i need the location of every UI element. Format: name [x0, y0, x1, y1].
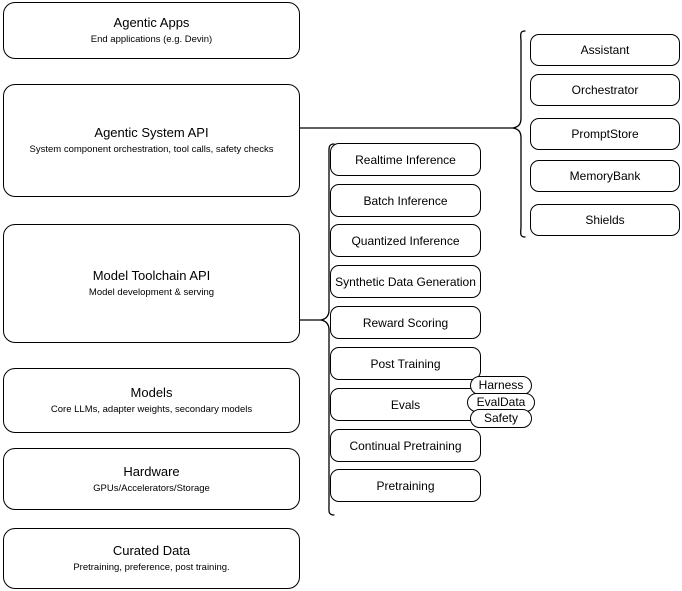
system-components-brace — [512, 30, 526, 238]
layer-box-model-toolchain-api[interactable]: Model Toolchain API Model development & … — [3, 224, 300, 343]
system-component-box-orchestrator[interactable]: Orchestrator — [530, 74, 680, 106]
layer-subtitle: Pretraining, preference, post training. — [73, 562, 230, 573]
system-component-box-memorybank[interactable]: MemoryBank — [530, 160, 680, 192]
system-component-box-assistant[interactable]: Assistant — [530, 34, 680, 66]
layer-box-hardware[interactable]: Hardware GPUs/Accelerators/Storage — [3, 448, 300, 510]
capability-box-pretraining[interactable]: Pretraining — [330, 469, 481, 502]
system-component-box-promptstore[interactable]: PromptStore — [530, 118, 680, 150]
capability-box-batch-inference[interactable]: Batch Inference — [330, 184, 481, 217]
layer-title: Agentic Apps — [113, 15, 190, 30]
layer-subtitle: End applications (e.g. Devin) — [90, 34, 213, 45]
capability-box-synthetic-data-generation[interactable]: Synthetic Data Generation — [330, 265, 481, 298]
layer-title: Curated Data — [112, 543, 191, 558]
layer-box-models[interactable]: Models Core LLMs, adapter weights, secon… — [3, 368, 300, 433]
capability-box-post-training[interactable]: Post Training — [330, 347, 481, 380]
layer-box-agentic-system-api[interactable]: Agentic System API System component orch… — [3, 84, 300, 197]
layer-title: Models — [130, 385, 173, 400]
evals-pill-safety[interactable]: Safety — [470, 409, 532, 428]
capability-box-evals[interactable]: Evals — [330, 388, 481, 421]
layer-title: Hardware — [123, 463, 180, 479]
capability-box-continual-pretraining[interactable]: Continual Pretraining — [330, 429, 481, 462]
system-component-box-shields[interactable]: Shields — [530, 204, 680, 236]
layer-title: Model Toolchain API — [92, 268, 211, 283]
layer-subtitle: GPUs/Accelerators/Storage — [93, 482, 210, 494]
capability-box-quantized-inference[interactable]: Quantized Inference — [330, 224, 481, 257]
layer-box-agentic-apps[interactable]: Agentic Apps End applications (e.g. Devi… — [3, 2, 300, 59]
capability-box-reward-scoring[interactable]: Reward Scoring — [330, 306, 481, 339]
layer-subtitle: Model development & serving — [88, 287, 215, 298]
layer-subtitle: System component orchestration, tool cal… — [29, 144, 274, 155]
capability-box-realtime-inference[interactable]: Realtime Inference — [330, 143, 481, 176]
evals-pill-harness[interactable]: Harness — [470, 376, 532, 395]
layer-subtitle: Core LLMs, adapter weights, secondary mo… — [50, 404, 253, 415]
layer-title: Agentic System API — [94, 125, 209, 140]
layer-box-curated-data[interactable]: Curated Data Pretraining, preference, po… — [3, 528, 300, 589]
